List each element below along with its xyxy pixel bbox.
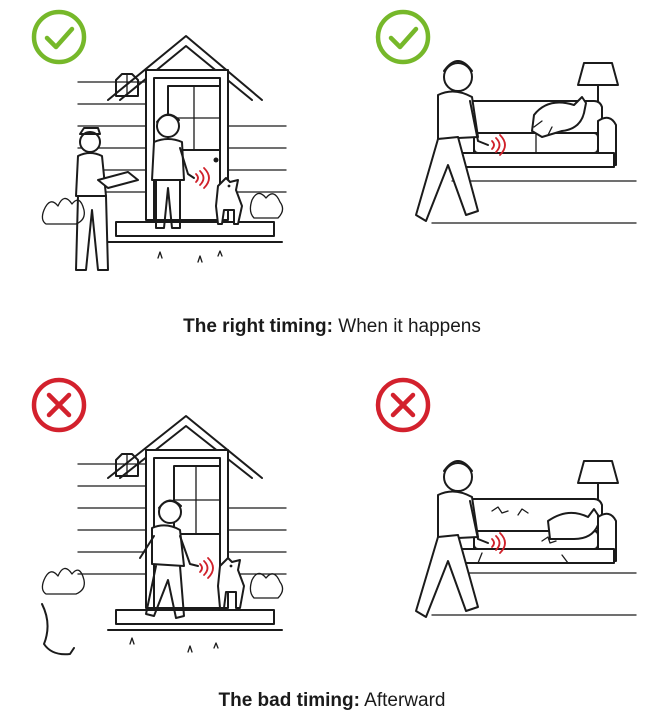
cross-icon	[374, 376, 432, 439]
scene-door-wrong	[38, 412, 298, 667]
caption-good-rest: When it happens	[333, 316, 481, 337]
caption-bad-bold: The bad timing:	[218, 690, 360, 711]
caption-good-bold: The right timing:	[183, 316, 333, 337]
scene-couch-correct	[392, 55, 642, 255]
check-icon	[30, 8, 88, 71]
caption-bad-rest: Afterward	[359, 690, 446, 711]
scene-door-correct	[38, 30, 298, 280]
caption-bad: The bad timing: Afterward	[0, 690, 664, 712]
scene-couch-wrong	[392, 455, 642, 645]
caption-good: The right timing: When it happens	[0, 316, 664, 338]
cross-icon	[30, 376, 88, 439]
check-icon	[374, 8, 432, 71]
